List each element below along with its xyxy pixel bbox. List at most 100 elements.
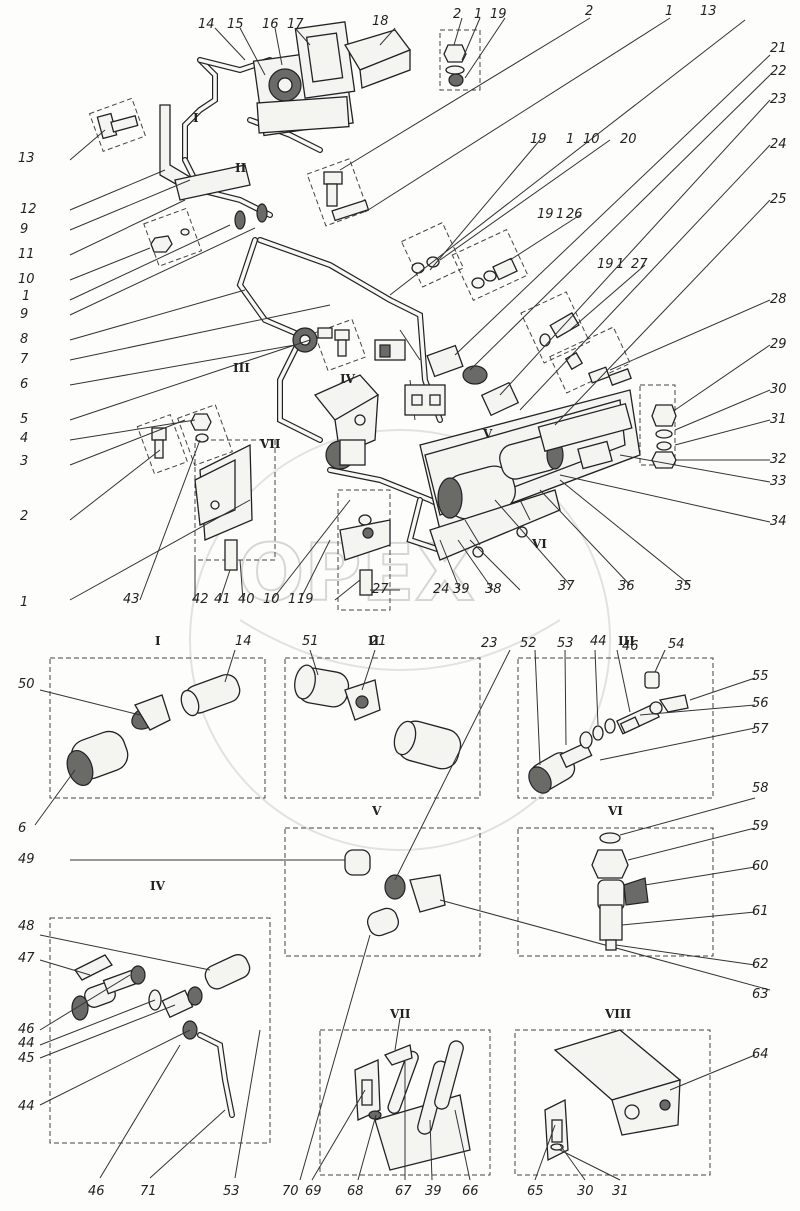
callout: 19 xyxy=(297,592,314,607)
callout: 21 xyxy=(370,634,387,649)
callout: 49 xyxy=(18,852,35,867)
callout: 33 xyxy=(770,474,787,489)
callout: 18 xyxy=(372,14,389,29)
fitting-III xyxy=(292,327,333,353)
view-title-VIII: VIII xyxy=(604,1007,632,1021)
detail-view-II xyxy=(284,649,481,799)
callout: 37 xyxy=(558,579,575,594)
callout: 24 xyxy=(433,582,450,597)
detail-view-VI xyxy=(517,797,756,966)
callout: 51 xyxy=(302,634,319,649)
callout: 27 xyxy=(631,257,648,272)
view-title-V: V xyxy=(371,804,382,818)
view-title-II: II xyxy=(368,634,380,648)
view-mark-I: I xyxy=(193,111,199,125)
callout: 44 xyxy=(590,634,607,649)
callout: 1 xyxy=(616,257,624,272)
callout: 42 xyxy=(192,592,209,607)
callout: 40 xyxy=(238,592,255,607)
view-title-VII: VII xyxy=(389,1007,411,1021)
callout: 15 xyxy=(227,17,244,32)
callout: 6 xyxy=(18,821,26,836)
callout: 54 xyxy=(668,637,685,652)
callout: 19 xyxy=(537,207,554,222)
callout: 38 xyxy=(485,582,502,597)
callout: 24 xyxy=(770,137,787,152)
callout-labels: 2 1 19 2 1 13 14 15 16 17 18 13 12 9 11 … xyxy=(18,4,787,1199)
callout: 65 xyxy=(527,1184,544,1199)
callout: 14 xyxy=(235,634,252,649)
callout: 36 xyxy=(618,579,635,594)
callout: 1 xyxy=(474,7,482,22)
callout: 61 xyxy=(752,904,769,919)
callout: 1 xyxy=(288,592,296,607)
callout: 66 xyxy=(462,1184,479,1199)
callout: 63 xyxy=(752,987,769,1002)
callout: 69 xyxy=(305,1184,322,1199)
callout: 31 xyxy=(770,412,787,427)
callout: 57 xyxy=(752,722,769,737)
callout: 64 xyxy=(752,1047,769,1062)
view-mark-V: V xyxy=(482,427,493,441)
detail-view-III xyxy=(517,649,756,799)
detail-view-VII xyxy=(311,1017,491,1181)
detail-view-V xyxy=(70,649,771,1181)
callout: 71 xyxy=(140,1184,157,1199)
callout: 1 xyxy=(665,4,673,19)
callout: 1 xyxy=(566,132,574,147)
callout: 70 xyxy=(282,1184,299,1199)
callout: 11 xyxy=(18,247,35,262)
callout: 4 xyxy=(20,431,28,446)
callout: 56 xyxy=(752,696,769,711)
view-title-IV: IV xyxy=(150,879,166,893)
callout: 48 xyxy=(18,919,35,934)
callout: 53 xyxy=(223,1184,240,1199)
callout: 31 xyxy=(612,1184,629,1199)
callout: 10 xyxy=(18,272,35,287)
view-mark-IV: IV xyxy=(340,372,356,386)
callout: 44 xyxy=(18,1099,35,1114)
view-mark-VII: VII xyxy=(259,437,281,451)
fasteners xyxy=(150,44,677,596)
callout: 23 xyxy=(770,92,787,107)
callout: 28 xyxy=(770,292,787,307)
callout: 6 xyxy=(20,377,28,392)
callout: 5 xyxy=(20,412,28,427)
bolt-13 xyxy=(96,112,139,140)
callout: 1 xyxy=(22,289,30,304)
callout: 21 xyxy=(770,41,787,56)
callout: 13 xyxy=(700,4,717,19)
callout: 26 xyxy=(566,207,583,222)
callout: 67 xyxy=(395,1184,412,1199)
callout: 10 xyxy=(583,132,600,147)
view-mark-VI: VI xyxy=(531,537,547,551)
callout: 2 xyxy=(585,4,593,19)
callout: 44 xyxy=(18,1036,35,1051)
callout: 10 xyxy=(263,592,280,607)
callout: 12 xyxy=(20,202,37,217)
callout: 68 xyxy=(347,1184,364,1199)
callout: 35 xyxy=(675,579,692,594)
view-mark-III: III xyxy=(233,361,250,375)
callout: 52 xyxy=(520,636,537,651)
callout: 20 xyxy=(620,132,637,147)
fittings-IV-V xyxy=(374,339,520,417)
detail-view-I xyxy=(34,649,266,826)
callout: 19 xyxy=(597,257,614,272)
callout: 50 xyxy=(18,677,35,692)
callout: 32 xyxy=(770,452,787,467)
callout: 25 xyxy=(770,192,787,207)
callout: 8 xyxy=(20,332,28,347)
callout: 60 xyxy=(752,859,769,874)
callout: 1 xyxy=(20,595,28,610)
callout: 43 xyxy=(123,592,140,607)
detail-view-IV xyxy=(39,917,271,1179)
callout: 29 xyxy=(770,337,787,352)
callout: 14 xyxy=(198,17,215,32)
callout: 62 xyxy=(752,957,769,972)
filter-housing xyxy=(313,374,380,470)
callout: 16 xyxy=(262,17,279,32)
view-title-VI: VI xyxy=(607,804,623,818)
